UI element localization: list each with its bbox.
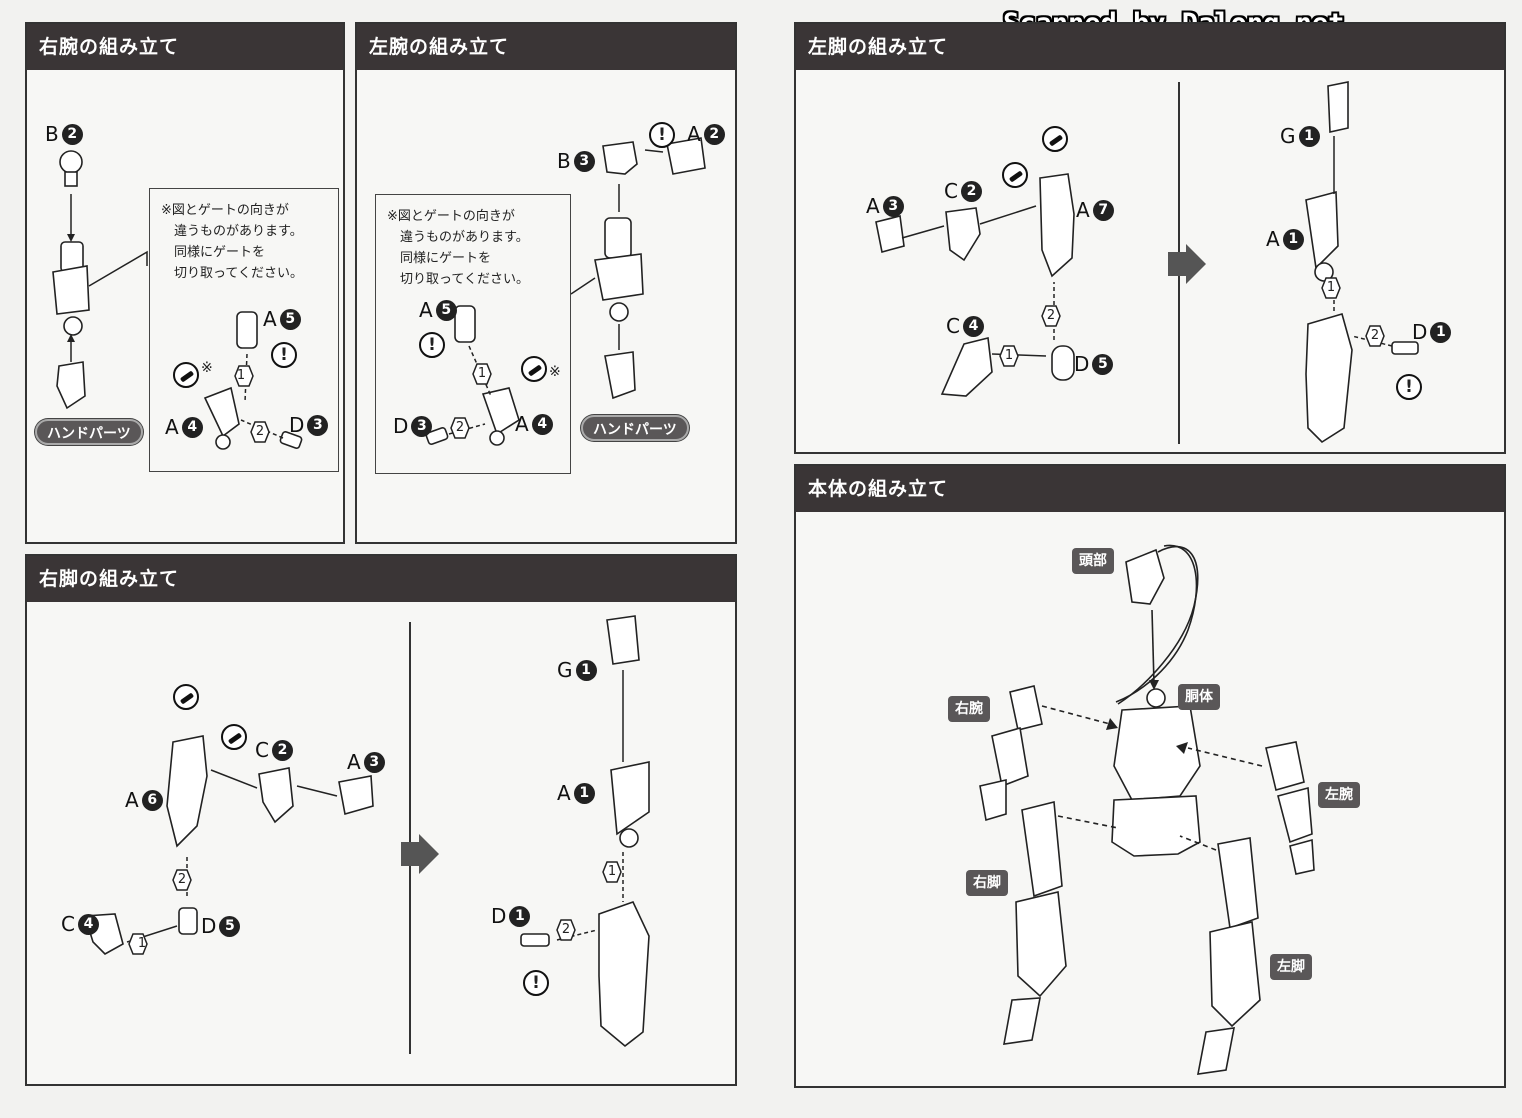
step-number-2: 2 — [255, 424, 265, 439]
body-assembly-illustration — [979, 544, 1315, 1075]
panel-title-right-leg: 右脚の組み立て — [27, 556, 735, 602]
nipper-icon — [521, 356, 547, 382]
left-leg-illustration — [875, 81, 1419, 444]
label-torso: 胴体 — [1178, 684, 1220, 710]
asterisk-mark: ※ — [201, 360, 213, 376]
panel-body-assembly: 本体の組み立て — [794, 464, 1506, 1088]
gate-direction-note: ※図とゲートの向きが 違うものがあります。 同様にゲートを 切り取ってください。 — [387, 209, 529, 287]
panel-divider — [409, 622, 411, 1054]
label-left-leg: 左脚 — [1270, 954, 1312, 980]
label-right-leg: 右脚 — [966, 870, 1008, 896]
note-frame — [149, 188, 339, 472]
warning-icon: ! — [271, 342, 297, 368]
panel-title-left-leg: 左脚の組み立て — [796, 24, 1504, 70]
warning-icon: ! — [523, 970, 549, 996]
step-number-2: 2 — [1370, 328, 1380, 343]
step-number-2: 2 — [455, 420, 465, 435]
right-leg-illustration — [83, 615, 650, 1048]
warning-icon: ! — [649, 122, 675, 148]
panel-title-right-arm: 右腕の組み立て — [27, 24, 343, 70]
hand-parts-label: ハンドパーツ — [581, 415, 689, 441]
step-number-1: 1 — [236, 368, 246, 383]
panel-title-body: 本体の組み立て — [796, 466, 1504, 512]
nipper-icon — [173, 362, 199, 388]
asterisk-mark: ※ — [549, 364, 561, 380]
step-number-2: 2 — [1046, 308, 1056, 323]
panel-left-leg: 左脚の組み立て — [794, 22, 1506, 454]
hand-parts-label: ハンドパーツ — [35, 419, 143, 445]
step-number-1: 1 — [607, 864, 617, 879]
step-number-1: 1 — [1004, 348, 1014, 363]
gate-direction-note: ※図とゲートの向きが 違うものがあります。 同様にゲートを 切り取ってください。 — [161, 203, 303, 281]
next-step-arrow-icon — [1168, 244, 1206, 284]
nipper-icon — [221, 724, 247, 750]
step-number-1: 1 — [137, 936, 147, 951]
step-number-1: 1 — [1326, 280, 1336, 295]
nipper-icon — [1002, 162, 1028, 188]
label-head: 頭部 — [1072, 548, 1114, 574]
warning-icon: ! — [419, 332, 445, 358]
step-number-1: 1 — [477, 366, 487, 381]
next-step-arrow-icon — [401, 834, 439, 874]
step-number-2: 2 — [561, 922, 571, 937]
label-left-arm: 左腕 — [1318, 782, 1360, 808]
nipper-icon — [1042, 126, 1068, 152]
panel-right-leg: 右脚の組み立て — [25, 554, 737, 1086]
warning-icon: ! — [1396, 374, 1422, 400]
nipper-icon — [173, 684, 199, 710]
panel-title-left-arm: 左腕の組み立て — [357, 24, 735, 70]
note-frame — [375, 194, 571, 474]
right-arm-illustration — [52, 150, 303, 450]
left-arm-illustration — [425, 137, 706, 446]
step-number-2: 2 — [177, 872, 187, 887]
label-right-arm: 右腕 — [948, 696, 990, 722]
